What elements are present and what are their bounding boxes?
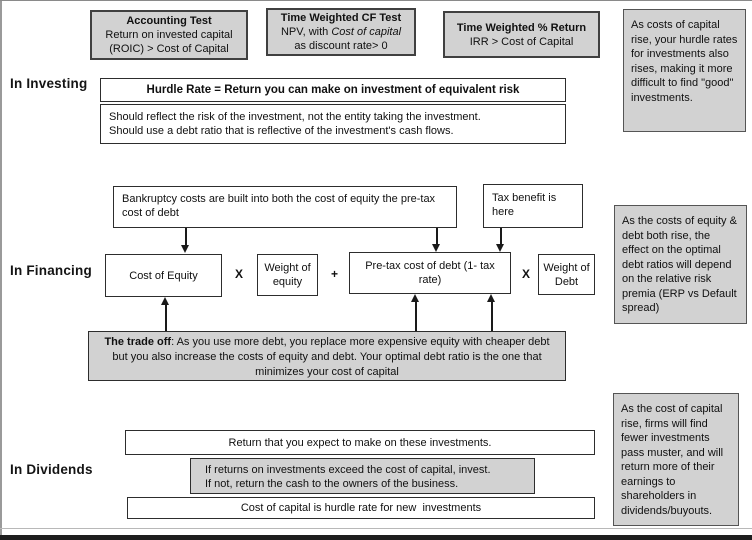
side-note-financing: As the costs of equity & debt both rise,… <box>614 205 747 324</box>
cf-test-line2: as discount rate> 0 <box>294 40 388 52</box>
frame-bottom-bar <box>0 535 752 540</box>
cf-test-line1-prefix: NPV, with <box>280 26 332 38</box>
formula-times-2: X <box>522 267 531 281</box>
bankruptcy-costs-box: Bankruptcy costs are built into both the… <box>113 186 457 228</box>
connector-tradeoff-to-debt-left-line <box>415 301 417 331</box>
side-note-dividends: As the cost of capital rise, firms will … <box>613 393 739 526</box>
dividends-decision-line2: If not, return the cash to the owners of… <box>205 478 459 490</box>
hurdle-rate-line1: Should reflect the risk of the investmen… <box>109 111 481 123</box>
hurdle-rate-line2: Should use a debt ratio that is reflecti… <box>109 125 454 137</box>
arrow-into-cost-of-equity <box>181 245 189 253</box>
dividends-return-box: Return that you expect to make on these … <box>125 430 595 455</box>
frame-left-edge <box>0 0 2 540</box>
hurdle-rate-header-box: Hurdle Rate = Return you can make on inv… <box>100 78 566 102</box>
weight-of-debt-box: Weight of Debt <box>538 254 595 295</box>
frame-bottom-faint-line <box>0 528 752 529</box>
accounting-test-box: Accounting Test Return on invested capit… <box>90 10 248 60</box>
cf-test-title: Time Weighted CF Test <box>280 12 402 24</box>
connector-bankruptcy-to-equity-line <box>185 228 187 246</box>
accounting-test-line2: (ROIC) > Cost of Capital <box>109 43 229 55</box>
weight-of-equity-box: Weight of equity <box>257 254 318 296</box>
pct-return-line1: IRR > Cost of Capital <box>469 35 574 48</box>
accounting-test-title: Accounting Test <box>126 15 212 27</box>
hurdle-rate-body-box: Should reflect the risk of the investmen… <box>100 104 566 144</box>
section-label-dividends: In Dividends <box>10 462 93 477</box>
tradeoff-box: The trade off: As you use more debt, you… <box>88 331 566 381</box>
connector-tradeoff-to-equity-line <box>165 304 167 331</box>
dividends-decision-line1: If returns on investments exceed the cos… <box>205 464 491 476</box>
arrow-into-pretax-debt-right <box>496 244 504 252</box>
cf-test-line1: NPV, with Cost of capital <box>281 25 401 39</box>
arrow-into-pretax-debt-left <box>432 244 440 252</box>
arrow-into-pretax-debt-bottom-left <box>411 294 419 302</box>
formula-plus: + <box>331 267 339 281</box>
connector-tax-to-debt-line <box>500 228 502 245</box>
section-label-financing: In Financing <box>10 263 92 278</box>
connector-bankruptcy-to-debt-line <box>436 228 438 245</box>
accounting-test-line1: Return on invested capital <box>105 29 233 41</box>
formula-times-1: X <box>235 267 244 281</box>
section-label-investing: In Investing <box>10 76 88 91</box>
cf-test-line1-italic: Cost of capital <box>331 26 402 38</box>
connector-tradeoff-to-debt-right-line <box>491 301 493 331</box>
time-weighted-pct-return-box: Time Weighted % Return IRR > Cost of Cap… <box>443 11 600 58</box>
dividends-hurdle-box: Cost of capital is hurdle rate for new i… <box>127 497 595 519</box>
cost-of-equity-box: Cost of Equity <box>105 254 222 297</box>
tax-benefit-box: Tax benefit is here <box>483 184 583 228</box>
tradeoff-bold-text: The trade off <box>104 336 172 348</box>
time-weighted-cf-test-box: Time Weighted CF Test NPV, with Cost of … <box>266 8 416 56</box>
frame-top-edge <box>0 0 752 1</box>
arrow-into-pretax-debt-bottom-right <box>487 294 495 302</box>
arrow-into-cost-of-equity-bottom <box>161 297 169 305</box>
hurdle-rate-header-text: Hurdle Rate = Return you can make on inv… <box>146 84 520 96</box>
pretax-cost-of-debt-box: Pre-tax cost of debt (1- tax rate) <box>349 252 511 294</box>
pct-return-title: Time Weighted % Return <box>456 21 587 34</box>
side-note-investing: As costs of capital rise, your hurdle ra… <box>623 9 746 132</box>
tradeoff-rest-text: : As you use more debt, you replace more… <box>112 336 550 378</box>
dividends-decision-box: If returns on investments exceed the cos… <box>190 458 535 494</box>
